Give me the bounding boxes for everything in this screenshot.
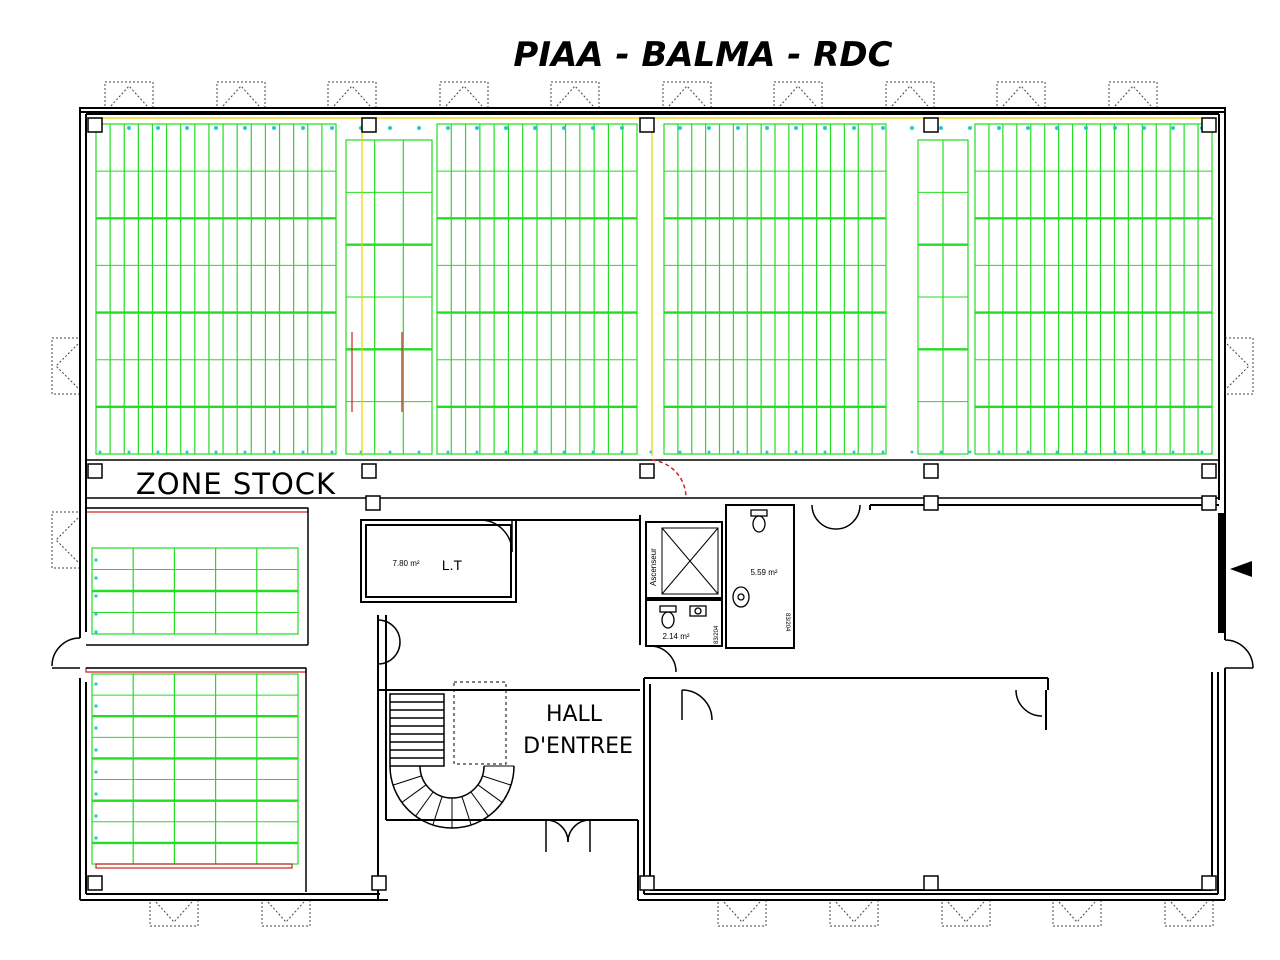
pillar — [1201, 117, 1217, 133]
window-marker — [327, 81, 377, 109]
pillar — [87, 463, 103, 479]
window-marker — [996, 81, 1046, 109]
window-marker — [773, 81, 823, 109]
wc-fixtures — [659, 509, 768, 629]
pillar — [361, 463, 377, 479]
pillar — [371, 875, 387, 891]
pillar — [361, 117, 377, 133]
storage-racks — [85, 117, 1215, 869]
pillar — [639, 463, 655, 479]
pillar — [639, 117, 655, 133]
wc-small-code-label: 83/204 — [714, 625, 720, 644]
window-marker — [1224, 337, 1254, 395]
rack-block-2 — [345, 139, 433, 455]
pillar — [1201, 463, 1217, 479]
pillar — [923, 463, 939, 479]
lt-room-label: L.T — [442, 557, 463, 573]
window-marker — [439, 81, 489, 109]
rack-block-6 — [974, 123, 1213, 455]
rack-block-7 — [91, 547, 299, 635]
window-marker — [885, 81, 935, 109]
zone-stock-label: ZONE STOCK — [136, 467, 336, 501]
structural-pillars — [87, 117, 1217, 891]
window-marker — [261, 899, 311, 927]
window-marker — [941, 899, 991, 927]
sprinkler-heads — [94, 126, 1204, 840]
wc-large-area-label: 5.59 m² — [750, 568, 777, 577]
elevator-label: Ascenseur — [649, 548, 658, 586]
window-marker — [1108, 81, 1158, 109]
window-marker — [104, 81, 154, 109]
hall-label-line1: HALL — [546, 702, 603, 727]
rack-block-8 — [91, 673, 299, 865]
pillar — [1201, 495, 1217, 511]
window-marker — [216, 81, 266, 109]
window-marker — [1164, 899, 1214, 927]
pillar — [87, 117, 103, 133]
wc-large-code-label: 83/204 — [784, 613, 790, 632]
rack-block-3 — [436, 123, 638, 455]
entrance-arrow-icon — [1230, 561, 1252, 577]
rack-block-4 — [663, 123, 887, 455]
rack-block-5 — [917, 139, 969, 455]
window-marker — [149, 899, 199, 927]
pillar — [365, 495, 381, 511]
pillar — [923, 117, 939, 133]
wc-small-area-label: 2.14 m² — [662, 632, 689, 641]
window-marker — [51, 511, 81, 569]
pillar — [1201, 875, 1217, 891]
lt-area-label: 7.80 m² — [392, 559, 419, 568]
window-marker — [717, 899, 767, 927]
window-marker — [829, 899, 879, 927]
rack-block-1 — [95, 123, 337, 455]
staircase — [389, 681, 515, 829]
window-marker — [51, 337, 81, 395]
pillar — [639, 875, 655, 891]
pillar — [87, 875, 103, 891]
door-swings — [51, 459, 1254, 852]
hall-label-line2: D'ENTREE — [523, 734, 633, 759]
window-marker — [1052, 899, 1102, 927]
pillar — [923, 495, 939, 511]
window-marker — [550, 81, 600, 109]
plan-title: PIAA - BALMA - RDC — [513, 35, 892, 75]
pillar — [923, 875, 939, 891]
window-marker — [662, 81, 712, 109]
